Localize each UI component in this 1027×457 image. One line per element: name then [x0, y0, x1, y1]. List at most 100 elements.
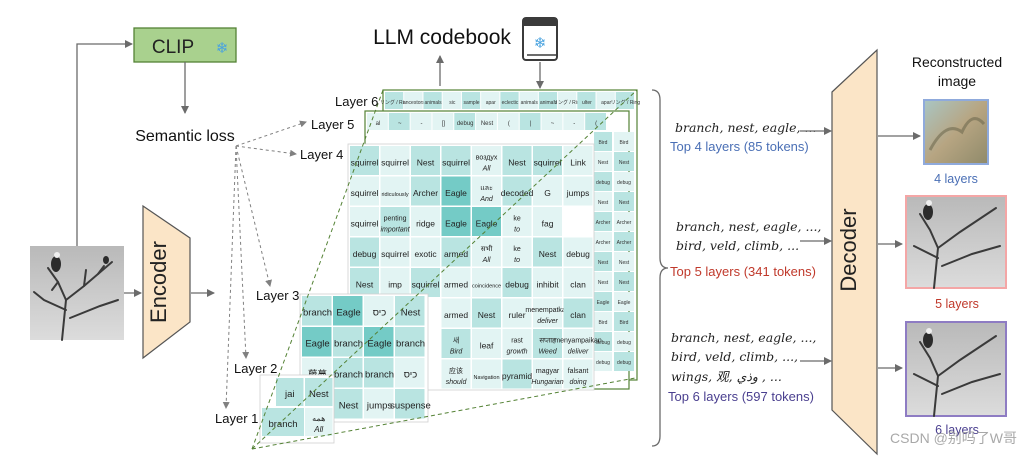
layer-4-cell-text: clan	[570, 310, 586, 320]
layer-4-cell	[350, 268, 379, 297]
layer-4-cell-text: inhibit	[536, 279, 559, 289]
layer-4-cell	[441, 237, 471, 267]
layer-3-cell	[333, 358, 363, 388]
output-top5-words-1: branch, nest, eagle, ...,	[676, 219, 821, 234]
layer-6-cell	[461, 92, 481, 109]
layer-4-cell-text: Eagle	[445, 218, 467, 228]
layer-5-cell	[541, 113, 563, 130]
layer-5-cell-text: (	[508, 121, 510, 127]
layer-4-cell	[502, 359, 532, 389]
layer-6-cell-text: animals	[424, 100, 442, 106]
layer-4-cell-text: Nest	[478, 310, 496, 320]
side-cell-outer	[614, 192, 634, 211]
side-cell-outer	[614, 132, 634, 151]
side-cell-text: Nest	[598, 280, 609, 286]
snowflake-icon: ❄	[216, 40, 229, 57]
layer-5-cell	[410, 113, 432, 130]
layer-4-cell-text: debug	[566, 249, 590, 259]
layer-4-cell-text: squirrel	[351, 188, 379, 198]
layer-4-cell-text: ridiculously	[381, 192, 408, 198]
layer-4-cell	[472, 329, 501, 358]
layer-4-cell-text: воздух	[476, 154, 498, 161]
layer-4-cell	[441, 176, 471, 206]
layer-4-cell	[472, 207, 501, 236]
layer-4-cell	[563, 359, 593, 389]
layer-4-cell-text: Archer	[413, 188, 438, 198]
layer-1-cell-text: jai	[284, 389, 295, 400]
layer-4-cell-text: ke	[513, 246, 521, 253]
side-cell-outer-text: Nest	[619, 260, 630, 266]
semantic-loss-label: Semantic loss	[135, 128, 235, 145]
layer-3-cell	[302, 327, 332, 357]
side-cell-text: debug	[596, 180, 610, 186]
layer-4-cell-text: debug	[353, 249, 377, 259]
layer-4-cell	[533, 176, 562, 206]
layer-4-cell-text: penting	[384, 215, 407, 222]
layer-4-cell	[533, 146, 562, 175]
layer-4-cell	[472, 268, 501, 297]
layer-4-cell-text: jumps	[566, 188, 590, 198]
layer-4-cell	[411, 237, 440, 267]
layer-5-cell-text: ~	[551, 121, 555, 127]
layer-3-cell-text: branch	[334, 339, 363, 350]
layer-4-cell	[411, 207, 440, 236]
layer-4-cell-text: imp	[388, 279, 402, 289]
decoder-block	[831, 48, 878, 456]
layer-5-cell	[585, 113, 606, 130]
layer-4-cell-text: Nest	[356, 279, 374, 289]
layer-6-cell-text: リング / Ring	[380, 99, 410, 106]
layer-4-cell-text: सप्ताह	[539, 337, 556, 344]
layer-4-cell-text-translation: to	[514, 257, 520, 264]
layer-3-cell-text: Nest	[339, 401, 359, 412]
side-cell-text: Nest	[598, 260, 609, 266]
encoder-block	[142, 204, 191, 360]
layer-6-cell-text: リング / Ring	[611, 99, 641, 106]
layer-5-cell	[563, 113, 585, 130]
layer-3-cell	[395, 389, 425, 419]
side-cell-outer-text: Eagle	[618, 300, 631, 306]
layer-4-cell-text-translation: doing	[569, 379, 586, 386]
layer-4-cell	[472, 176, 501, 206]
layer-5-cell-text: -	[573, 121, 575, 127]
layer-4-cell	[563, 298, 593, 328]
layer-6-cell-text: ulter	[582, 100, 592, 106]
side-cell-outer-text: debug	[617, 360, 631, 366]
recon-5-label: 5 layers	[935, 297, 979, 311]
layer-3-cell-text: Eagle	[367, 339, 391, 350]
layer-4-cell-text: G	[544, 188, 551, 198]
layer-6-cell	[423, 92, 442, 109]
layer-4-cell-text: 새	[453, 335, 459, 344]
layer-5-cell-text: -	[421, 121, 423, 127]
output-brace	[651, 89, 669, 447]
layer-4-cell	[411, 176, 440, 206]
svg-text:❄: ❄	[534, 35, 547, 52]
layer-3-cell	[333, 327, 363, 357]
side-cell	[594, 272, 612, 291]
input-eagle-image	[30, 246, 124, 341]
layer-6-cell-text: ancestors	[403, 100, 425, 106]
layer-6-cell	[442, 92, 461, 109]
layer-4-cell	[472, 146, 501, 175]
layer-1-cell-text: Nest	[309, 389, 329, 400]
side-cell	[594, 172, 612, 191]
layer-4-cell-text: exotic	[414, 249, 437, 259]
layer-4-cell	[563, 329, 593, 358]
layer-4-cell	[563, 176, 593, 206]
output-top6-words-2: bird, veld, climb, ...,	[671, 349, 798, 364]
layer-4-cell-text: Navigation	[474, 375, 500, 381]
layer-4-cell-text: squirrel	[351, 157, 379, 167]
clip-box	[133, 27, 237, 63]
layer-4-cell	[472, 298, 501, 328]
recon-6-layers-image	[905, 321, 1007, 417]
side-cell-outer-text: Archer	[617, 240, 632, 246]
output-top4: branch, nest, eagle, ... Top 4 layers (8…	[670, 120, 816, 154]
output-top6-caption: Top 6 layers (597 tokens)	[668, 389, 814, 404]
side-cell	[594, 232, 612, 251]
recon-4-label: 4 layers	[934, 172, 978, 186]
layer-4-cell	[350, 207, 379, 236]
layer-6-cell	[615, 92, 634, 109]
layer-4-cell	[380, 237, 410, 267]
layer-4-cell	[502, 146, 532, 175]
layer-4-cell	[563, 146, 593, 175]
